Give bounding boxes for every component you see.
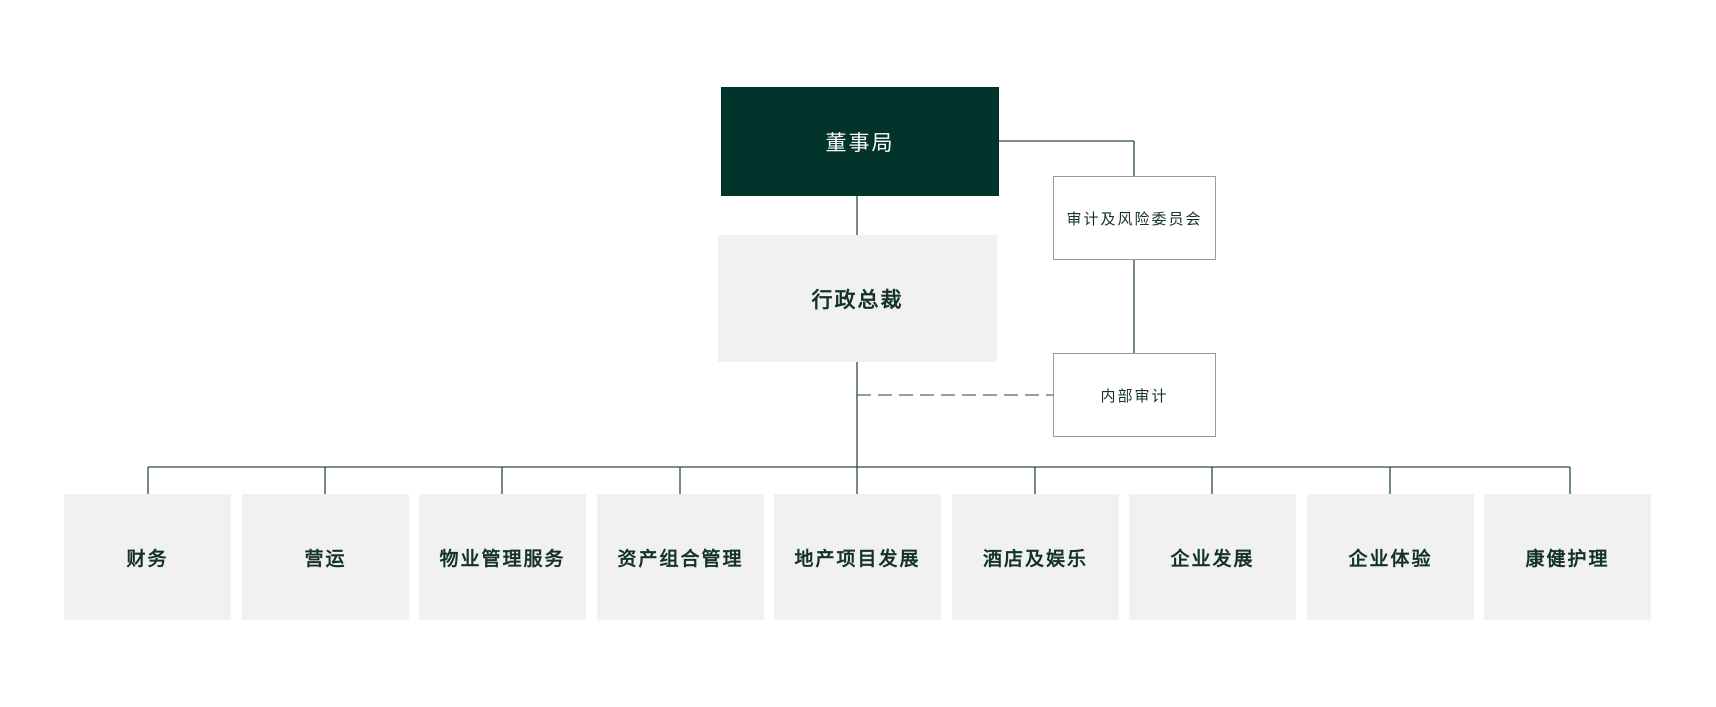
department-label: 企业体验 xyxy=(1348,547,1433,570)
ceo-label: 行政总裁 xyxy=(811,287,904,312)
department-hotel-entertainment: 酒店及娱乐 xyxy=(952,494,1119,620)
department-label: 营运 xyxy=(304,547,347,570)
department-corporate-experience: 企业体验 xyxy=(1307,494,1474,620)
department-label: 地产项目发展 xyxy=(794,547,921,570)
board-label: 董事局 xyxy=(825,130,895,155)
internal-audit-label: 内部审计 xyxy=(1100,386,1169,405)
department-property-development: 地产项目发展 xyxy=(774,494,941,620)
ceo-node: 行政总裁 xyxy=(718,235,997,362)
department-label: 酒店及娱乐 xyxy=(982,547,1088,570)
department-label: 康健护理 xyxy=(1525,547,1610,570)
board-node: 董事局 xyxy=(721,87,999,196)
audit-committee-node: 审计及风险委员会 xyxy=(1053,176,1216,260)
department-corporate-development: 企业发展 xyxy=(1129,494,1296,620)
department-property-management: 物业管理服务 xyxy=(419,494,586,620)
internal-audit-node: 内部审计 xyxy=(1053,353,1216,437)
department-finance: 财务 xyxy=(64,494,231,620)
department-label: 物业管理服务 xyxy=(439,547,566,570)
department-operations: 营运 xyxy=(242,494,409,620)
department-health-care: 康健护理 xyxy=(1484,494,1651,620)
audit-committee-label: 审计及风险委员会 xyxy=(1066,209,1203,228)
department-label: 资产组合管理 xyxy=(617,547,744,570)
department-label: 企业发展 xyxy=(1170,547,1255,570)
department-portfolio-management: 资产组合管理 xyxy=(597,494,764,620)
department-label: 财务 xyxy=(126,547,169,570)
